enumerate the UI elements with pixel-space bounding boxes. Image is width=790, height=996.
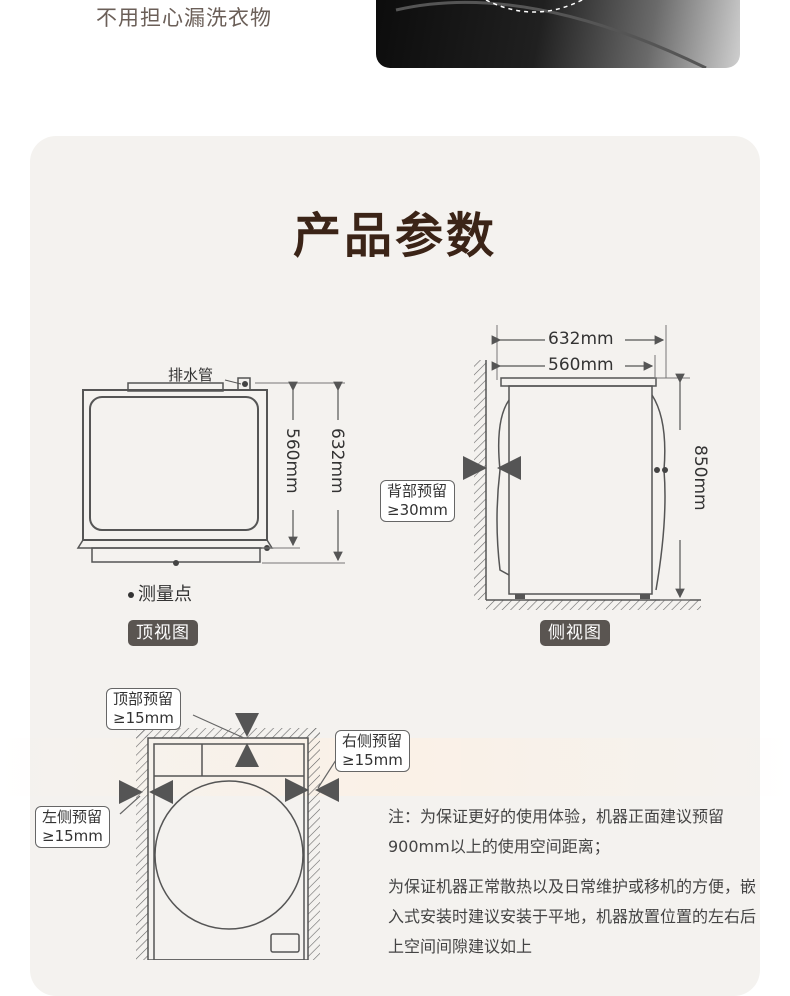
- right-clearance-label: 右侧预留: [342, 732, 403, 750]
- top-view-depth-inner: 560mm: [282, 428, 302, 494]
- back-clearance-value: ≥30mm: [387, 501, 448, 519]
- top-view-depth-outer: 632mm: [327, 428, 347, 494]
- measure-point-dot: [128, 592, 134, 598]
- top-view-diagram: [76, 377, 345, 566]
- installation-note-1: 注：为保证更好的使用体验，机器正面建议预留900mm以上的使用空间距离；: [388, 807, 725, 856]
- left-clearance-label: 左侧预留: [42, 808, 103, 826]
- left-clearance-value: ≥15mm: [42, 827, 103, 845]
- drain-pipe-label: 排水管: [168, 366, 214, 384]
- top-tagline: 不用担心漏洗衣物: [96, 6, 272, 30]
- top-clearance-value: ≥15mm: [113, 709, 174, 727]
- section-title: 产品参数: [292, 208, 497, 264]
- top-clearance-label: 顶部预留: [113, 690, 174, 708]
- measure-point-label: 测量点: [138, 584, 192, 605]
- front-view-diagram: [119, 713, 339, 960]
- side-view-caption: 侧视图: [540, 620, 610, 646]
- drum-door-graphic: [395, 0, 707, 68]
- side-view-width-outer: 632mm: [548, 329, 614, 349]
- right-clearance-value: ≥15mm: [342, 751, 403, 769]
- measure-point-legend: 测量点: [128, 580, 192, 606]
- installation-note-2: 为保证机器正常散热以及日常维护或移机的方便，嵌入式安装时建议安装于平地，机器放置…: [388, 877, 757, 956]
- back-clearance-callout: 背部预留 ≥30mm: [380, 480, 455, 522]
- back-clearance-label: 背部预留: [387, 482, 448, 500]
- spec-card: [30, 136, 760, 996]
- left-clearance-callout: 左侧预留 ≥15mm: [35, 806, 110, 848]
- right-clearance-callout: 右侧预留 ≥15mm: [335, 730, 410, 772]
- side-view-diagram: [463, 325, 701, 610]
- diagram-canvas: [76, 325, 701, 960]
- side-view-width-inner: 560mm: [548, 355, 614, 375]
- top-clearance-callout: 顶部预留 ≥15mm: [106, 688, 181, 730]
- side-view-height: 850mm: [690, 445, 710, 511]
- top-view-caption: 顶视图: [128, 620, 198, 646]
- product-photo-crop: [376, 0, 740, 68]
